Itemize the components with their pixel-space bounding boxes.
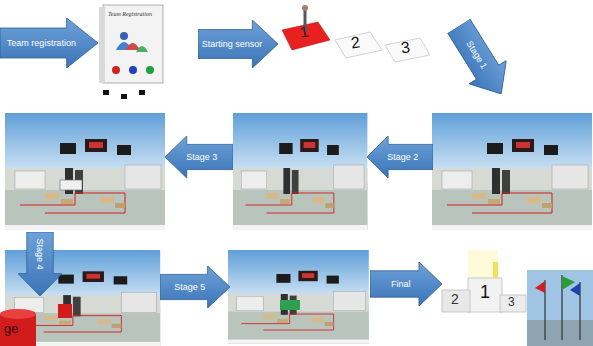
block-arrow: Stage 4: [18, 232, 62, 296]
sensor-number: 3: [400, 39, 411, 56]
block-arrow: Stage 2: [367, 136, 433, 178]
arrow-label: Team registration: [2, 28, 81, 58]
block-arrow: Stage 5: [160, 266, 230, 308]
podium-number: 1: [480, 283, 490, 301]
block-arrow: Stage 1: [440, 14, 520, 105]
arrow-label: Stage 3: [175, 144, 229, 169]
arrow-label: Final: [372, 271, 429, 297]
podium-number: 2: [451, 292, 459, 306]
sensor-number: 1: [299, 23, 309, 39]
poster-title: Team Registration: [108, 11, 152, 17]
arrow-label: Stage 5: [162, 274, 218, 299]
arrow-label: Stage 4: [34, 224, 46, 284]
arrow-label: Starting sensor: [200, 30, 264, 59]
sign-text: ge: [4, 322, 18, 335]
arrow-label: Stage 2: [377, 144, 429, 169]
podium-number: 3: [508, 296, 515, 308]
block-arrow: Stage 3: [165, 136, 233, 178]
block-arrow: Starting sensor: [198, 20, 278, 68]
sensor-number: 2: [350, 34, 361, 51]
block-arrow: Final: [370, 262, 442, 306]
arrow-label: Stage 1: [449, 21, 505, 89]
block-arrow: Team registration: [0, 18, 98, 68]
